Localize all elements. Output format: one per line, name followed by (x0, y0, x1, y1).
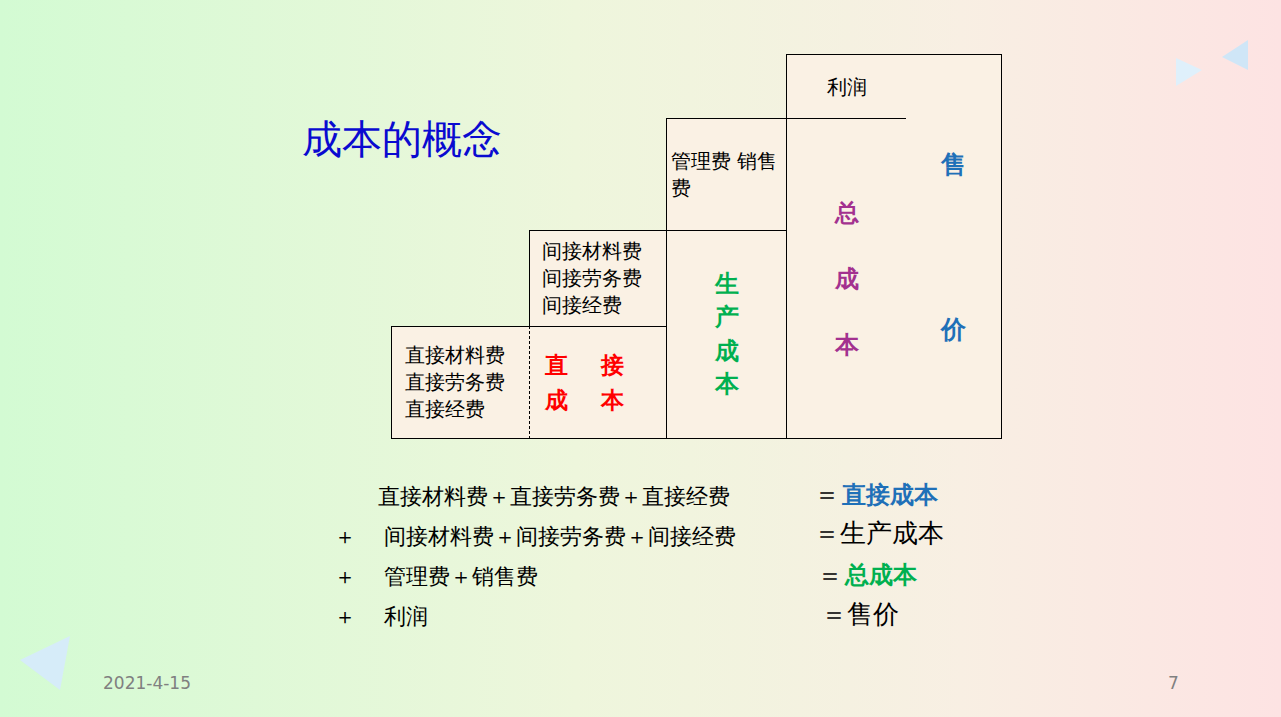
cost-box: 生产成本 (666, 230, 787, 439)
formula-text: 直接成本 (842, 479, 938, 511)
formula-text: 利润 (384, 602, 428, 632)
box-text: 直接成本 (539, 348, 658, 417)
cost-box: 管理费 销售费 (666, 118, 787, 231)
formula-text: 直接材料费＋直接劳务费＋直接经费 (378, 482, 730, 512)
corner-triangle (20, 636, 70, 690)
box-text: 间接材料费 间接劳务费 间接经费 (542, 238, 654, 319)
cost-box: 间接材料费 间接劳务费 间接经费 (529, 230, 667, 327)
formula-text: 总成本 (845, 559, 917, 591)
formula-text: ＝售价 (821, 597, 899, 632)
cost-box: 总成本 (786, 118, 907, 439)
formula-text: 管理费＋销售费 (384, 562, 538, 592)
corner-triangle (1176, 58, 1202, 86)
formula-text: ＋ (334, 522, 356, 552)
vertical-label: 总成本 (835, 180, 859, 378)
slide-title: 成本的概念 (302, 112, 502, 167)
box-text: 利润 (791, 74, 903, 100)
cost-box: 利润 (786, 54, 907, 119)
cost-box: 直接成本 (529, 326, 667, 439)
formula-text: ＋ (334, 602, 356, 632)
formula-text: ＋ (334, 562, 356, 592)
footer-text: 2021-4-15 (103, 673, 191, 693)
formula-text: ＝生产成本 (814, 516, 944, 551)
cost-box: 直接材料费 直接劳务费 直接经费 (391, 326, 530, 439)
vertical-label: 生产成本 (715, 268, 739, 400)
formula-text: ＝ (814, 477, 840, 512)
box-text: 直接材料费 直接劳务费 直接经费 (405, 342, 517, 423)
footer-text: 7 (1168, 673, 1179, 693)
corner-triangle (1222, 40, 1248, 70)
box-text: 管理费 销售费 (671, 148, 783, 202)
cost-box: 售价 (906, 54, 1002, 439)
vertical-label: 售价 (941, 82, 966, 412)
formula-text: 间接材料费＋间接劳务费＋间接经费 (384, 522, 736, 552)
formula-text: ＝ (817, 558, 843, 593)
